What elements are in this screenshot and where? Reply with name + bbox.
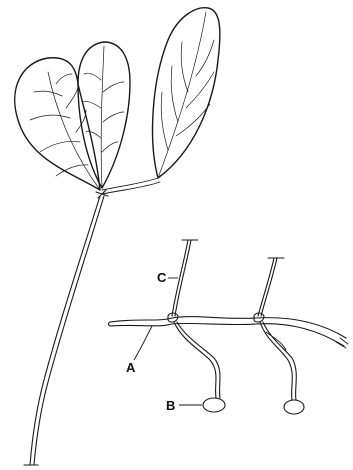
label-c-group: C xyxy=(157,270,178,285)
right-petiolule xyxy=(102,178,158,190)
label-a-group: A xyxy=(126,326,152,375)
tuber-2 xyxy=(284,400,304,414)
root-2 xyxy=(260,322,304,414)
label-a: A xyxy=(126,360,136,375)
root-1 xyxy=(174,322,225,412)
main-petiole xyxy=(24,196,104,465)
right-leaflet xyxy=(153,8,220,178)
stolon xyxy=(109,317,349,348)
rhizome-section xyxy=(109,240,349,414)
tuber-b xyxy=(203,398,225,412)
label-b: B xyxy=(166,398,175,413)
label-b-group: B xyxy=(166,398,202,413)
leaf-node xyxy=(96,190,108,198)
trifoliate-leaf xyxy=(15,8,220,198)
shoot-2 xyxy=(258,258,284,316)
left-leaflet xyxy=(15,58,100,190)
label-c: C xyxy=(157,270,167,285)
